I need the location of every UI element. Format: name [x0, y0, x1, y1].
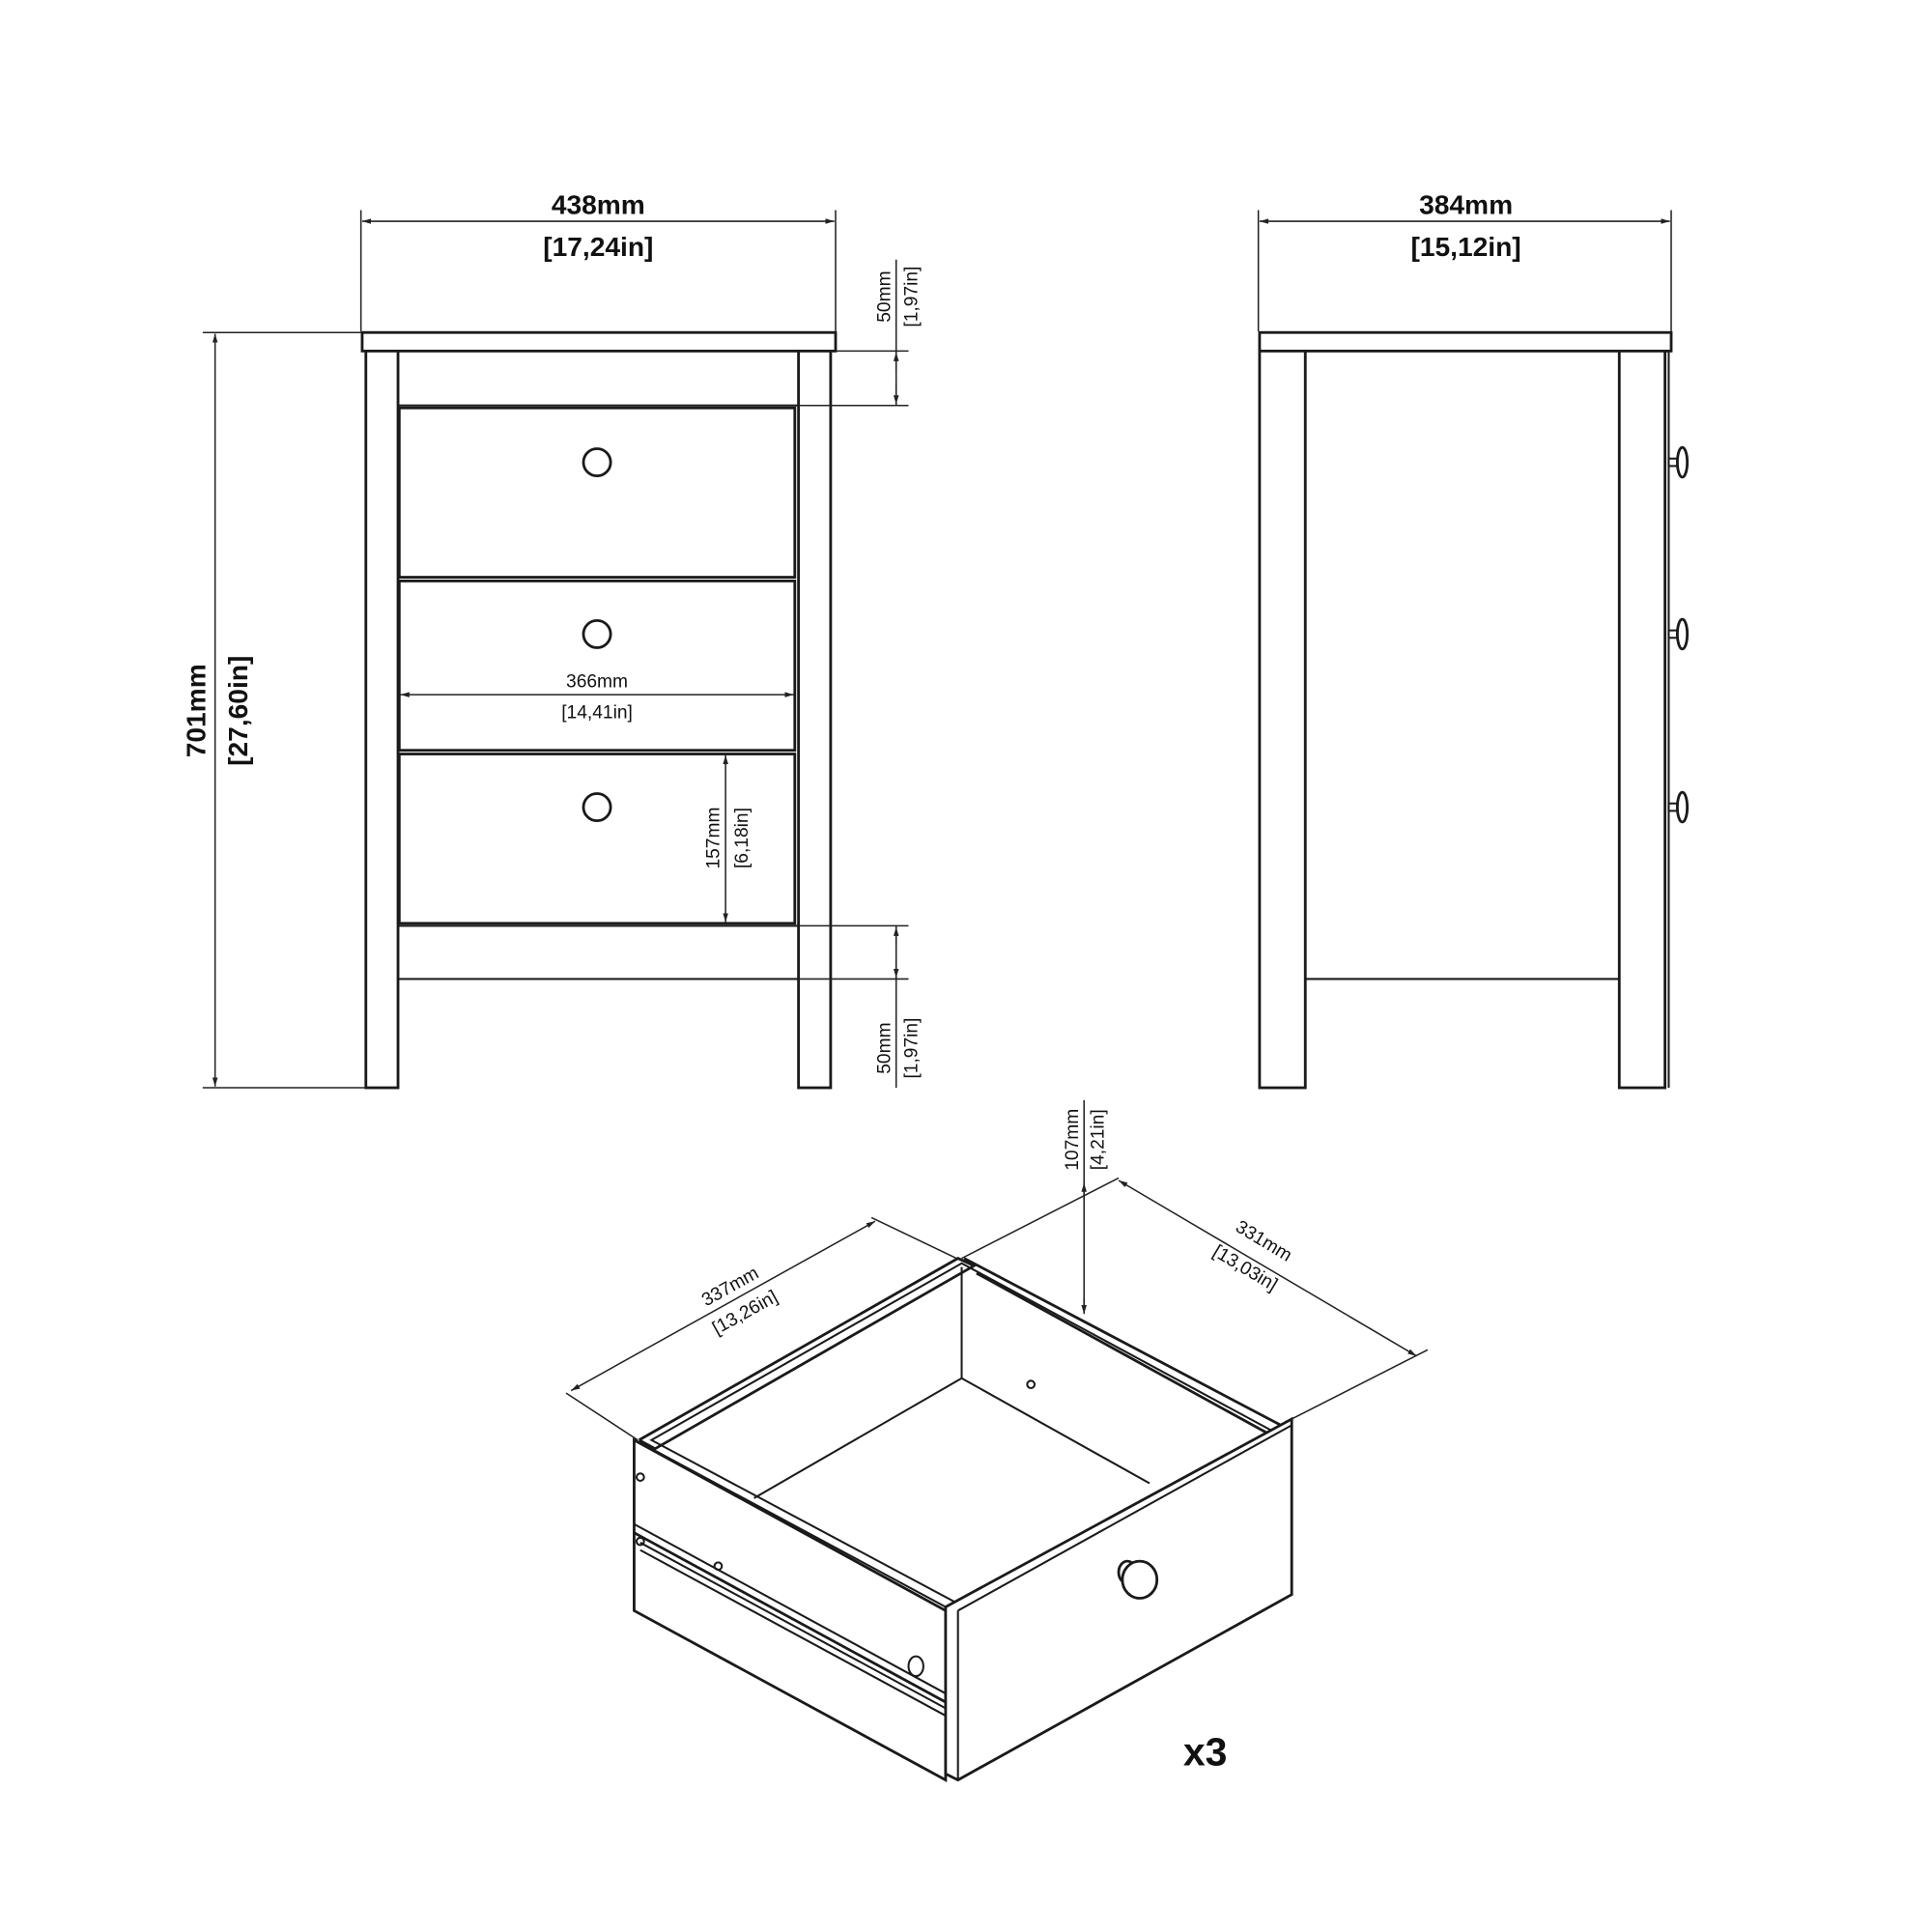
- drawer-2-knob-icon: [582, 618, 612, 649]
- drawer-1-knob-icon: [582, 447, 612, 478]
- drawer-1-front: [397, 406, 797, 579]
- side-tabletop: [1258, 330, 1673, 353]
- front-height-dimension: 701mm [27,60in]: [181, 331, 366, 1089]
- drawer-height-iso-dimension: 107mm [4,21in]: [1063, 1099, 1109, 1315]
- drawer-2-front: [397, 580, 797, 753]
- side-back-leg: [1617, 349, 1667, 1090]
- drawer-runner: [633, 1530, 948, 1782]
- front-right-leg: [797, 349, 833, 1090]
- side-depth-dimension: 384mm [15,12in]: [1257, 189, 1672, 331]
- drawer-3-front: [397, 753, 797, 925]
- front-bottom-rail: [397, 924, 800, 980]
- side-view: 384mm [15,12in]: [1257, 189, 1690, 1090]
- drawer-isometric-view: 337mm [13,26in] 331mm [13,03in] 107mm [4…: [565, 1099, 1429, 1782]
- side-front-leg: [1258, 349, 1307, 1090]
- front-left-leg: [364, 349, 400, 1090]
- side-knob-1-icon: [1667, 445, 1690, 479]
- front-height-mm: 701mm: [181, 664, 211, 757]
- drawer-height-dimension: 157mm [6,18in]: [704, 754, 753, 923]
- front-width-in: [17,24in]: [543, 232, 653, 262]
- front-view: 438mm [17,24in] 701mm [27,60in]: [181, 189, 922, 1090]
- bottom-clearance-dimension: 50mm [1,97in]: [798, 924, 922, 1089]
- drawer-height-iso-mm: 107mm: [1063, 1109, 1083, 1171]
- drawer-width-dimension: 366mm [14,41in]: [400, 671, 794, 723]
- drawer-front-panel: [944, 1416, 1293, 1782]
- drawer-height-iso-in: [4,21in]: [1089, 1109, 1109, 1170]
- front-width-dimension: 438mm [17,24in]: [359, 189, 837, 331]
- bottom-clearance-in: [1,97in]: [901, 1018, 922, 1079]
- drawer-3-knob-icon: [582, 792, 612, 823]
- side-knob-2-icon: [1667, 617, 1690, 651]
- front-top-rail: [397, 350, 800, 407]
- drawer-height-mm: 157mm: [704, 808, 724, 869]
- drawer-height-in: [6,18in]: [732, 808, 753, 868]
- drawer-width-mm: 366mm: [566, 671, 628, 692]
- drawer-quantity-label: x3: [1183, 1729, 1228, 1774]
- front-width-mm: 438mm: [552, 189, 645, 219]
- bottom-clearance-mm: 50mm: [874, 1022, 895, 1073]
- drawer-knob-icon: [1117, 1559, 1159, 1600]
- top-rail-in: [1,97in]: [901, 267, 922, 327]
- drawer-width-in: [14,41in]: [561, 702, 633, 723]
- front-tabletop: [360, 330, 838, 353]
- front-height-in: [27,60in]: [223, 656, 253, 766]
- side-knob-3-icon: [1667, 790, 1690, 824]
- top-rail-dimension: 50mm [1,97in]: [798, 259, 922, 407]
- side-depth-mm: 384mm: [1419, 189, 1513, 219]
- top-rail-mm: 50mm: [874, 270, 895, 322]
- side-depth-in: [15,12in]: [1411, 232, 1521, 262]
